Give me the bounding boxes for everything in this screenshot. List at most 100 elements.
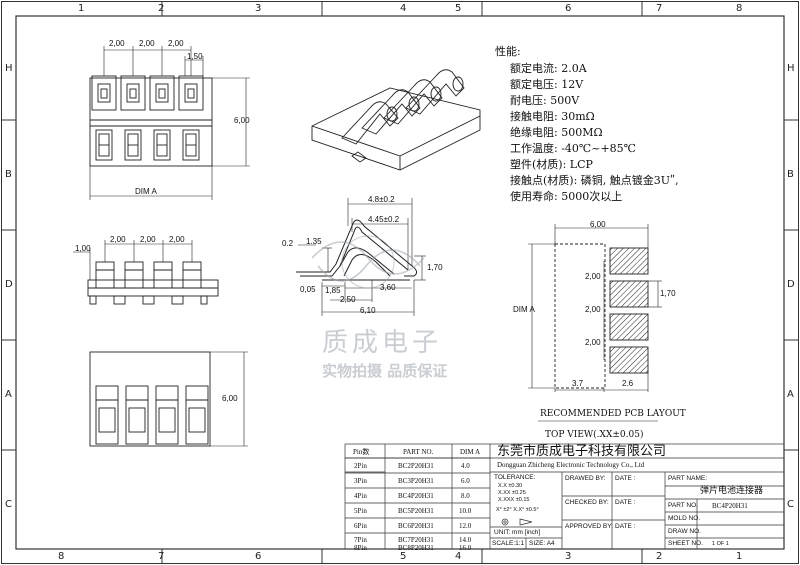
pcb-pitch-1: 2,00 [585,272,601,281]
company-name-cn: 东莞市质成电子科技有限公司 [497,444,667,459]
profile-left-height: 1.35 [306,237,322,246]
side-view-pitch-2: 2,00 [140,235,156,244]
pin-row-7-part: BC8P20H31 [398,544,434,552]
part-no-label: PART NO. [668,502,698,509]
tolerance-1: X.X ±0.30 [498,483,523,489]
pin-row-1-dim: 4.0 [461,462,470,470]
mold-no-label: MOLD NO. [668,515,701,522]
pcb-dim-a: DIM A [513,305,535,314]
zone-label-bottom-4: 5 [400,551,407,562]
profile-mid: 3,60 [380,283,396,292]
pin-row-7-pin: 8Pin [354,544,367,552]
pin-row-6-pin: 7Pin [354,536,367,544]
pin-row-3-part: BC4P20H31 [398,492,434,500]
pin-row-3-dim: 8.0 [461,492,470,500]
watermark-slogan: 实物拍摄 品质保证 [322,362,448,380]
spec-line-8: 接触点(材质): 磷铜, 触点镀金3Uʺ, [510,174,679,187]
zone-label-left-2: B [5,169,12,180]
zone-label-right-5: C [787,499,794,510]
profile-top-width: 4.8±0.2 [368,195,395,204]
checked-date-label: DATE : [615,499,636,506]
zone-label-bottom-8: 1 [736,551,743,562]
top-view-pitch-1: 2,00 [109,39,125,48]
pin-table-header-part: PART NO. [403,448,434,456]
zone-label-bottom-2: 7 [158,551,165,562]
zone-label-right-1: H [787,63,795,74]
pin-row-4-pin: 5Pin [354,507,367,515]
pcb-title: RECOMMENDED PCB LAYOUT [540,409,686,419]
top-view [89,46,250,200]
draw-no-label: DRAW NO. [668,528,701,535]
pin-row-6-part: BC7P20H31 [398,536,434,544]
profile-base-offset: 0,05 [300,285,316,294]
zone-label-bottom-3: 6 [255,551,262,562]
tolerance-2: X.XX ±0.25 [498,490,526,496]
zone-label-right-3: D [787,279,795,290]
drawn-date-label: DATE : [615,475,636,482]
top-view-slot: 1,50 [187,52,203,61]
zone-label-bottom-5: 4 [455,551,462,562]
zone-label-top-2: 2 [158,3,165,14]
drawn-by-label: DRAWED BY: [565,475,606,482]
zone-label-left-3: D [5,279,13,290]
side-view-pitch-1: 2,00 [110,235,126,244]
zone-label-left-5: C [5,499,12,510]
unit-label: UNIT: mm [inch] [494,529,541,536]
spec-line-9: 使用寿命: 5000次以上 [510,190,623,203]
pin-row-2-part: BC3P20H31 [398,477,434,485]
size-label: SIZE: A4 [529,540,555,547]
zone-label-bottom-6: 3 [565,551,572,562]
pin-row-3-pin: 4Pin [354,492,367,500]
top-view-height: 6,00 [234,116,250,125]
zone-label-left-4: A [5,389,12,400]
sheet-no-label: SHEET NO. [668,540,703,547]
pcb-pad-height: 1,70 [660,289,676,298]
pin-row-5-dim: 12.0 [459,522,472,530]
pin-row-5-pin: 6Pin [354,522,367,530]
zone-label-top-7: 7 [656,3,663,14]
zone-label-right-4: A [787,389,794,400]
zone-label-top-8: 8 [736,3,743,14]
sheet-no-value: 1 OF 1 [712,541,729,547]
pin-row-1-part: BC2P20H31 [398,462,434,470]
watermark-brand: 质成电子 [322,328,443,358]
spec-line-6: 工作温度: -40℃~+85℃ [510,142,636,155]
profile-right-height: 1,70 [427,263,443,272]
tolerance-label: TOLERANCE: [494,474,536,481]
pin-row-2-dim: 6.0 [461,477,470,485]
approved-date-label: DATE : [615,523,636,530]
approved-by-label: APPROVED BY: [565,523,614,530]
spec-line-1: 额定电流: 2.0A [510,62,587,75]
part-no-value: BC4P20H31 [712,502,748,510]
zone-label-bottom-7: 2 [656,551,663,562]
contact-profile [296,198,426,316]
front-view [89,351,248,447]
pcb-pitch-3: 2,00 [585,338,601,347]
pcb-width: 6,00 [590,220,606,229]
company-name-en: Dongguan Zhicheng Electronic Technology … [497,461,645,469]
checked-by-label: CHECKED BY: [565,499,609,506]
pcb-layout [528,224,662,422]
zone-label-top-6: 6 [565,3,572,14]
pcb-view: TOP VIEW(.XX±0.05) [545,430,644,440]
watermark-logo [311,235,425,289]
top-view-pitch-3: 2,00 [168,39,184,48]
front-view-height: 6,00 [222,394,238,403]
spec-line-7: 塑件(材质): LCP [510,158,593,171]
isometric-view [311,69,481,171]
pin-row-2-pin: 3Pin [354,477,367,485]
spec-line-5: 绝缘电阻: 500MΩ [510,126,603,139]
profile-inner-width: 4.45±0.2 [368,215,400,224]
pin-table-header-pin: Pin数 [353,448,370,456]
pin-table-header-dim: DIM A [460,448,481,456]
tolerance-angles: X° ±2° X.X° ±0.5° [496,507,539,513]
tolerance-3: X.XXX ±0.15 [498,497,530,503]
spec-line-2: 额定电压: 12V [510,78,584,91]
profile-total: 6,10 [360,306,376,315]
side-view-pitch-3: 2,00 [169,235,185,244]
pin-row-7-dim: 16.0 [459,544,472,552]
zone-label-bottom-1: 8 [58,551,65,562]
pin-row-4-dim: 10.0 [459,507,472,515]
pin-row-4-part: BC5P20H31 [398,507,434,515]
